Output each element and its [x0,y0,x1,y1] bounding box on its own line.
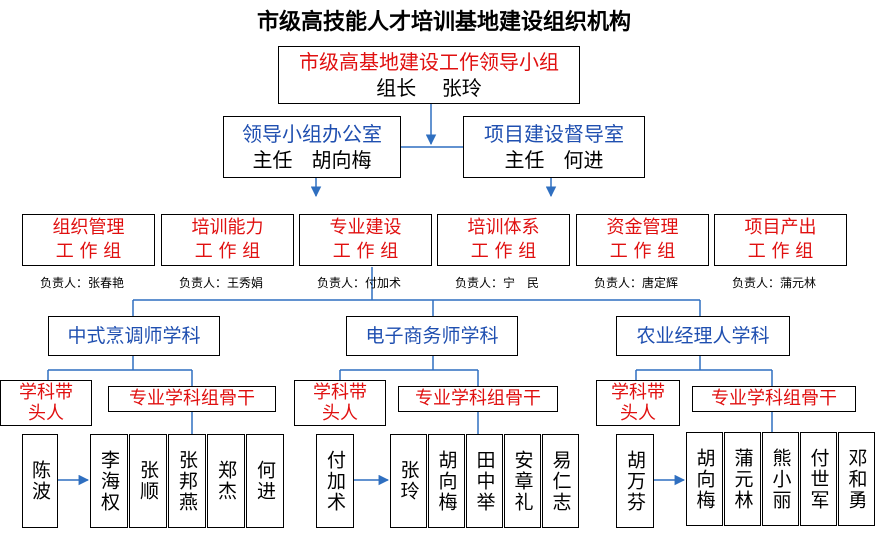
group-name: 培训能力 [191,217,264,238]
group-responsible: 负责人：张春艳 [40,276,125,290]
group-suffix: 工 作 组 [194,241,261,262]
core-person-box: 安章礼 [504,434,541,528]
core-label: 专业学科组骨干 [711,388,837,409]
core-person-box: 何进 [246,434,284,528]
group-box: 项目产出 工 作 组 [714,214,847,266]
head-label-box: 学科带头人 [294,380,386,426]
core-person: 胡向梅 [435,449,458,513]
leader-role: 组长 [376,76,417,100]
group-name: 培训体系 [467,217,540,238]
group-suffix: 工 作 组 [747,241,814,262]
group-name: 专业建设 [329,217,402,238]
core-person-box: 郑杰 [207,434,245,528]
core-person-box: 付世军 [800,432,837,526]
office-box: 领导小组办公室 主任 胡向梅 [223,116,401,178]
core-person: 何进 [254,460,276,502]
supervision-name: 项目建设督导室 [484,122,624,146]
head-label: 学科带头人 [19,382,73,424]
group-suffix: 工 作 组 [609,241,676,262]
core-person-box: 邓和勇 [838,432,875,526]
group-box: 专业建设 工 作 组 [299,214,432,266]
group-suffix: 工 作 组 [55,241,122,262]
core-person-box: 张邦燕 [168,434,206,528]
discipline-name: 中式烹调师学科 [67,324,201,347]
core-person: 蒲元林 [731,447,754,511]
head-person-box: 胡万芬 [616,434,654,528]
core-person: 李海权 [98,449,120,513]
group-box: 组织管理 工 作 组 [22,214,155,266]
leader-name: 市级高基地建设工作领导小组 [299,50,559,74]
group-responsible: 负责人：宁 民 [455,276,540,290]
group-responsible: 负责人：王秀娟 [179,276,264,290]
leader-person-line: 组长 张玲 [376,75,481,101]
office-person-line: 主任 胡向梅 [252,147,371,173]
core-person: 张玲 [397,460,420,502]
discipline-name: 电子商务师学科 [365,324,499,347]
group-name: 项目产出 [744,217,817,238]
core-person: 熊小丽 [769,447,792,511]
core-label-box: 专业学科组骨干 [692,386,856,412]
core-person: 张顺 [137,460,159,502]
core-label-box: 专业学科组骨干 [398,386,558,412]
core-person-box: 李海权 [90,434,128,528]
head-person-box: 陈波 [22,434,58,528]
group-box: 培训能力 工 作 组 [161,214,294,266]
core-person: 易仁志 [549,449,572,513]
core-person: 张邦燕 [176,449,198,513]
group-box: 资金管理 工 作 组 [576,214,709,266]
core-label: 专业学科组骨干 [129,388,255,409]
group-responsible: 负责人：付加术 [317,276,402,290]
core-label: 专业学科组骨干 [415,388,541,409]
page-title: 市级高技能人才培训基地建设组织机构 [256,10,631,35]
group-name: 组织管理 [52,217,125,238]
core-person-box: 易仁志 [542,434,579,528]
core-person: 安章礼 [511,449,534,513]
core-person: 郑杰 [215,460,237,502]
supervision-person: 何进 [563,148,604,172]
head-person-box: 付加术 [316,434,354,528]
group-responsible: 负责人：唐定辉 [594,276,679,290]
core-person-box: 胡向梅 [686,432,723,526]
core-person: 付世军 [807,447,830,511]
supervision-person-line: 主任 何进 [504,147,603,173]
group-suffix: 工 作 组 [332,241,399,262]
discipline-box: 农业经理人学科 [616,316,790,356]
head-label: 学科带头人 [313,382,367,424]
group-box: 培训体系 工 作 组 [437,214,570,266]
core-person-box: 熊小丽 [762,432,799,526]
head-label: 学科带头人 [611,382,665,424]
core-person-box: 蒲元林 [724,432,761,526]
leader-box: 市级高基地建设工作领导小组 组长 张玲 [278,46,580,104]
head-person: 胡万芬 [624,449,646,513]
core-person: 邓和勇 [845,447,868,511]
head-person: 陈波 [29,460,51,502]
core-person: 田中举 [473,449,496,513]
core-label-box: 专业学科组骨干 [108,386,276,412]
leader-person: 张玲 [441,76,482,100]
office-person: 胡向梅 [311,148,372,172]
office-name: 领导小组办公室 [242,122,382,146]
core-person-box: 张玲 [390,434,427,528]
discipline-box: 中式烹调师学科 [48,316,220,356]
core-person-box: 张顺 [129,434,167,528]
office-role: 主任 [252,148,293,172]
head-person: 付加术 [324,449,346,513]
group-name: 资金管理 [606,217,679,238]
core-person-box: 胡向梅 [428,434,465,528]
group-suffix: 工 作 组 [470,241,537,262]
supervision-role: 主任 [504,148,545,172]
discipline-box: 电子商务师学科 [346,316,518,356]
head-label-box: 学科带头人 [596,380,680,426]
head-label-box: 学科带头人 [0,380,92,426]
core-person-box: 田中举 [466,434,503,528]
supervision-box: 项目建设督导室 主任 何进 [463,116,645,178]
discipline-name: 农业经理人学科 [636,324,770,347]
core-person: 胡向梅 [693,447,716,511]
group-responsible: 负责人：蒲元林 [732,276,817,290]
